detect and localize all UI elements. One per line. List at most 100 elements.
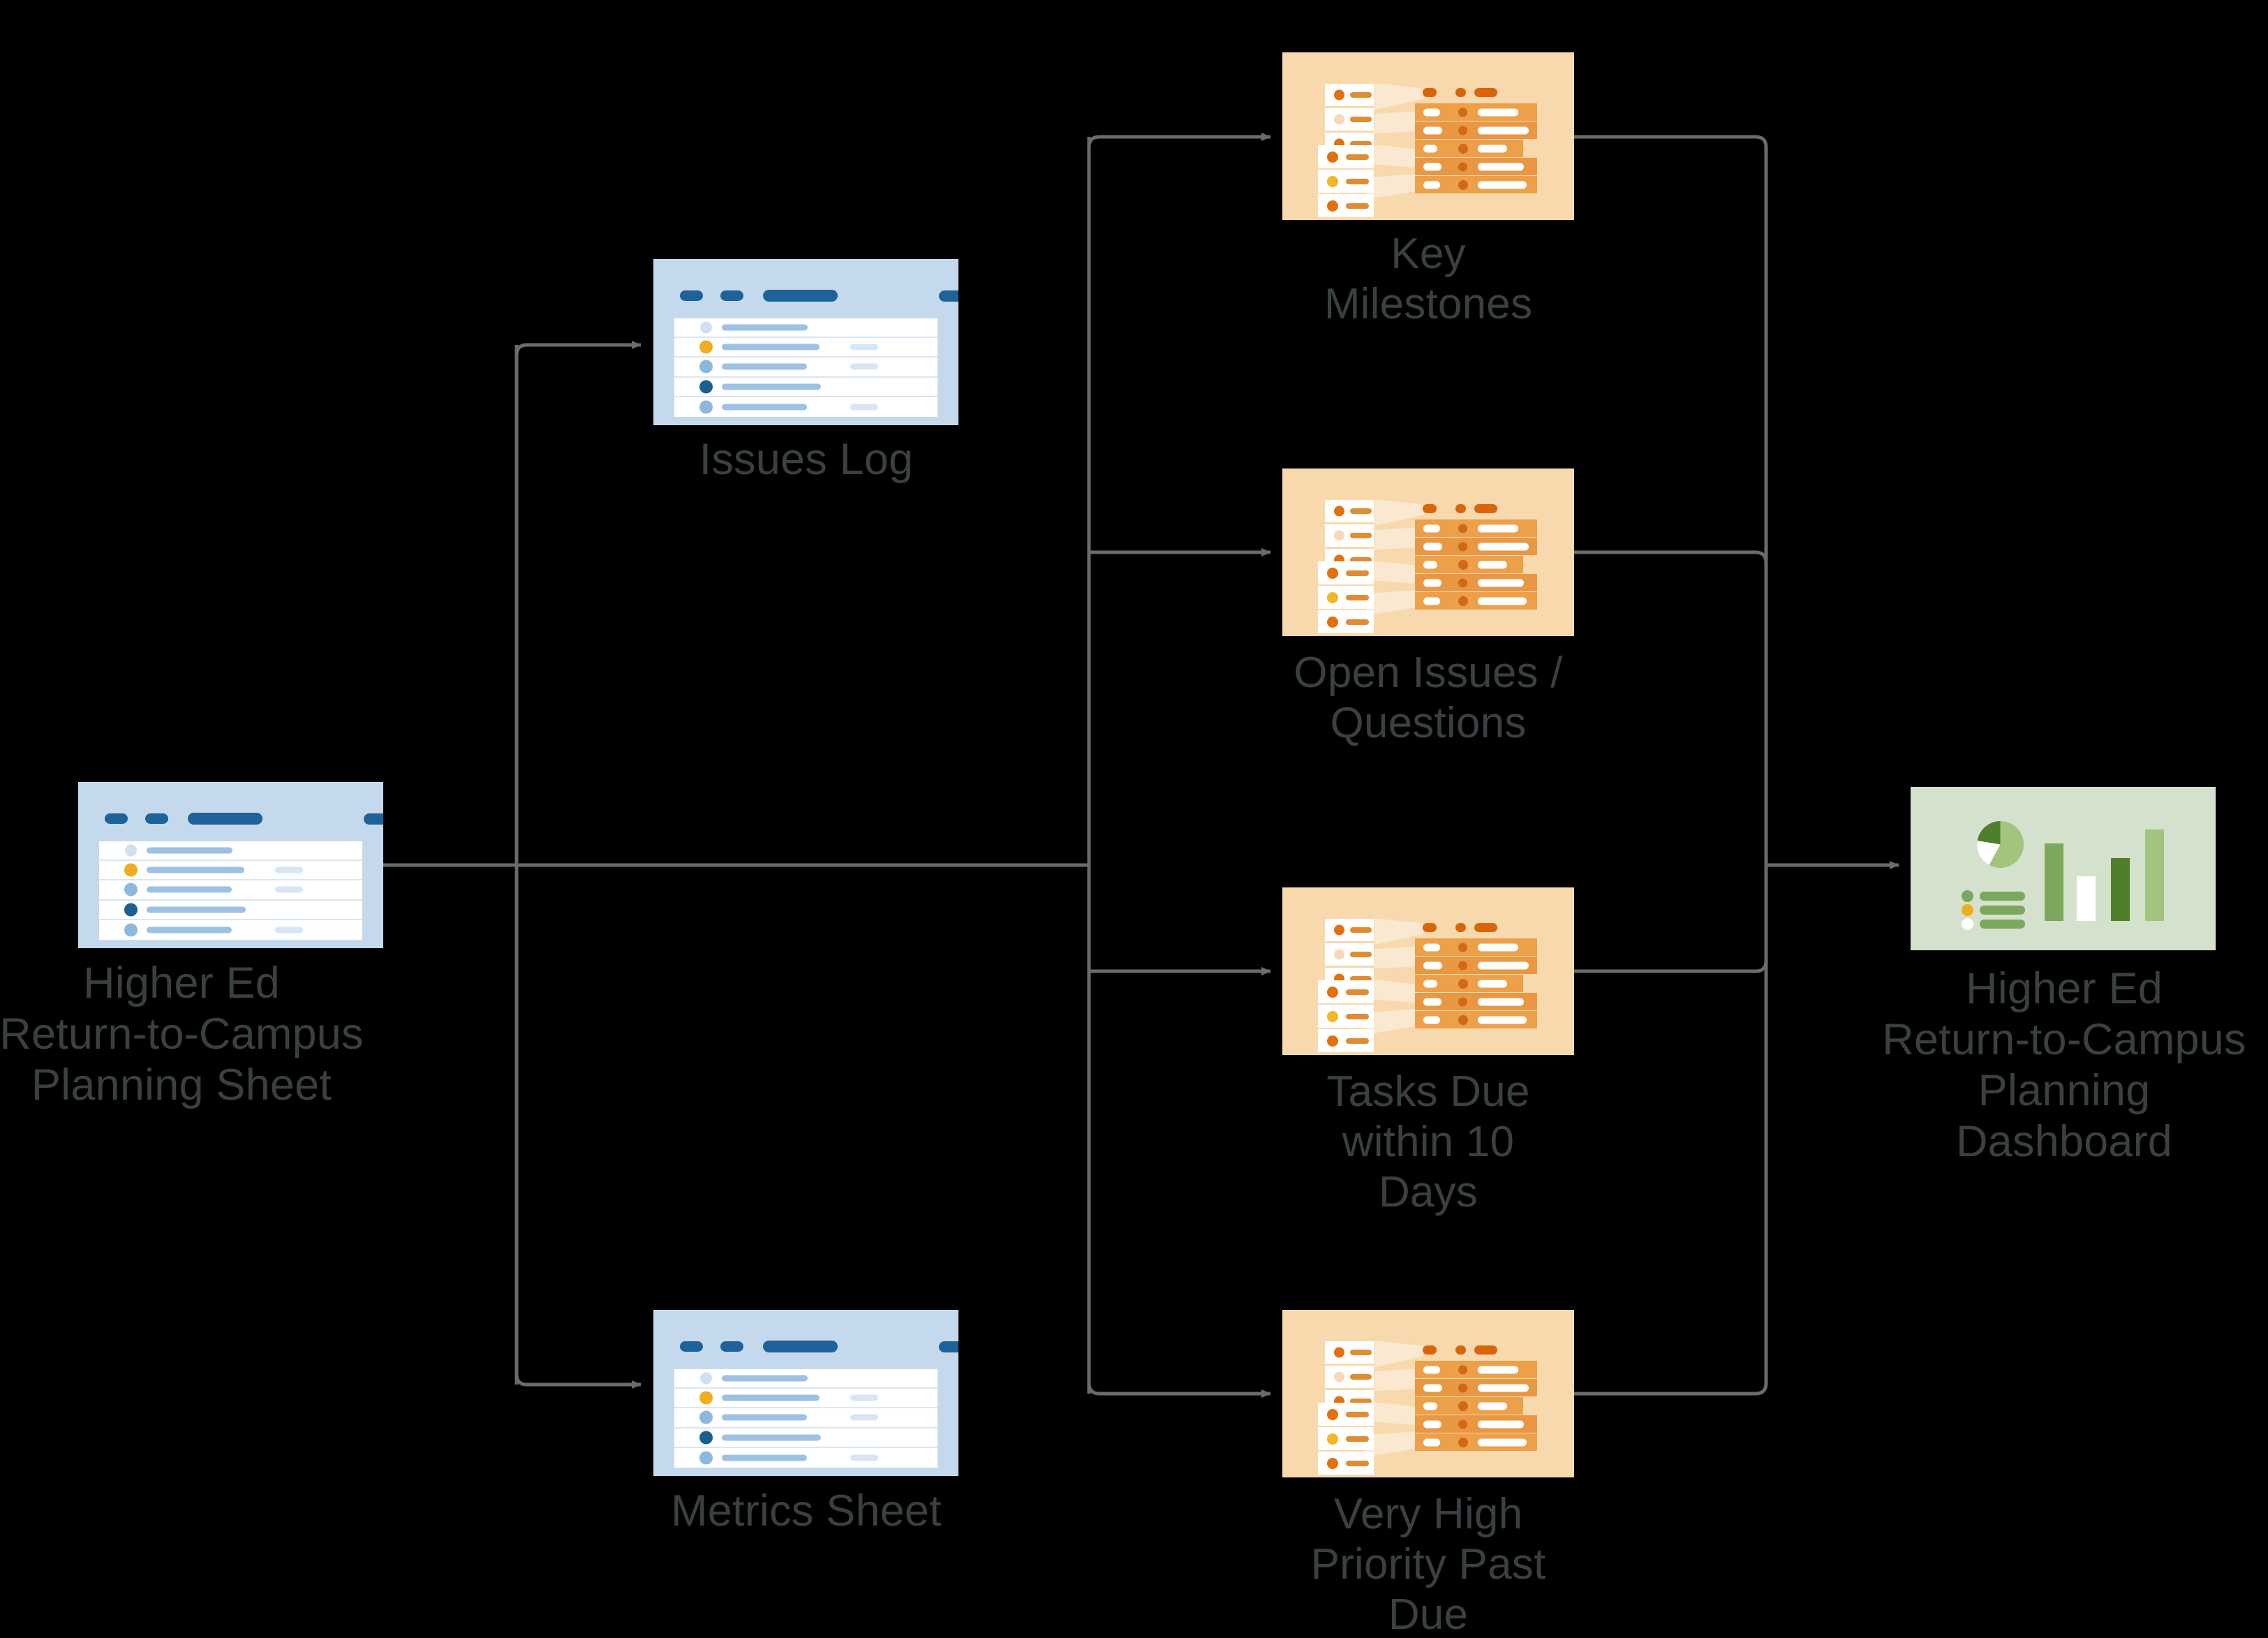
toolbar-right-pill xyxy=(364,813,383,825)
mini-card-bar xyxy=(1350,1399,1372,1404)
table-row xyxy=(1415,574,1537,591)
mini-card-dot xyxy=(1334,924,1344,936)
mini-card xyxy=(1318,1005,1374,1028)
legend-bar xyxy=(1980,892,2025,901)
mini-card-dot xyxy=(1327,1457,1338,1469)
node-label-dashboard: Higher Ed Return-to-Campus Planning Dash… xyxy=(1882,964,2246,1167)
node-label-source-sheet: Higher Ed Return-to-Campus Planning Shee… xyxy=(0,959,364,1110)
node-open-issues[interactable] xyxy=(1282,468,1574,636)
cell-bar xyxy=(1478,108,1518,116)
cell-bar xyxy=(1478,998,1524,1005)
mini-card-bar xyxy=(1350,952,1372,957)
cell-bar xyxy=(1478,579,1524,586)
table-row xyxy=(1415,121,1537,139)
cell-dot xyxy=(1458,108,1467,117)
table-header-pill xyxy=(1423,1345,1437,1355)
sheet-table xyxy=(674,1369,937,1468)
cell-bar xyxy=(1478,524,1518,532)
cell-bar xyxy=(722,1454,807,1461)
mini-card-dot xyxy=(1334,530,1344,541)
cell-bar xyxy=(1423,126,1442,134)
cell-dot xyxy=(1458,162,1467,171)
table-row xyxy=(1415,1433,1537,1451)
status-dot xyxy=(124,883,138,897)
mini-card xyxy=(1325,524,1374,547)
mini-card-bar xyxy=(1346,1013,1369,1019)
mini-card-bar xyxy=(1346,1436,1369,1442)
sheet-row xyxy=(674,397,937,417)
mini-card-dot xyxy=(1334,89,1344,101)
node-label-tasks-due: Tasks Due within 10 Days xyxy=(1326,1068,1530,1216)
report-icon xyxy=(1282,52,1574,220)
mini-card-bar xyxy=(1350,976,1372,982)
node-label-issues-log: Issues Log xyxy=(699,435,914,484)
mini-card xyxy=(1318,1427,1374,1450)
cell-bar xyxy=(147,906,246,913)
mini-card xyxy=(1318,194,1374,217)
cell-bar xyxy=(1478,597,1527,605)
mini-card-bar xyxy=(1350,1374,1372,1380)
table-header-pill xyxy=(1423,923,1437,932)
cell-dot xyxy=(1458,559,1468,570)
cell-bar xyxy=(1478,1384,1529,1392)
cell-bar xyxy=(147,866,244,873)
mini-card-dot xyxy=(1334,1347,1344,1358)
node-label-past-due: Very High Priority Past Due xyxy=(1310,1490,1546,1638)
node-dashboard[interactable] xyxy=(1911,787,2216,950)
mini-card-bar xyxy=(1346,154,1369,160)
cell-bar xyxy=(1423,1366,1440,1373)
sheet-row xyxy=(99,841,362,862)
cell-bar xyxy=(1423,980,1437,987)
toolbar-right-pill xyxy=(939,290,958,302)
sheet-row xyxy=(99,880,362,901)
cell-dot xyxy=(1458,997,1467,1006)
mini-card xyxy=(1318,170,1374,193)
cell-bar xyxy=(147,886,232,893)
node-past-due[interactable] xyxy=(1282,1310,1574,1477)
node-metrics-sheet[interactable] xyxy=(653,1310,958,1476)
node-issues-log[interactable] xyxy=(653,259,958,425)
cell-bar xyxy=(1478,1366,1518,1373)
mini-card xyxy=(1318,145,1374,168)
table-row xyxy=(1415,993,1537,1010)
status-dot xyxy=(124,923,138,937)
cell-bar xyxy=(1478,1016,1527,1024)
cell-bar xyxy=(722,344,820,351)
table-row xyxy=(1415,957,1537,974)
mini-card xyxy=(1318,980,1374,1003)
cell-dot xyxy=(1458,596,1468,606)
node-tasks-due[interactable] xyxy=(1282,887,1574,1055)
edge-merge-from-tasks-due xyxy=(1574,960,1768,973)
mini-card-dot xyxy=(1327,1408,1338,1420)
cell-bar xyxy=(1478,1402,1507,1410)
cell-bar xyxy=(722,1375,808,1382)
sheet-row xyxy=(674,338,937,358)
sheet-row xyxy=(674,1448,937,1468)
status-dot xyxy=(124,903,138,917)
sheet-row xyxy=(99,861,362,881)
cell-dot xyxy=(1458,578,1467,587)
node-source-sheet[interactable] xyxy=(78,782,383,948)
cell-bar-secondary xyxy=(850,1394,878,1401)
mini-card xyxy=(1325,1366,1374,1388)
mini-card-dot xyxy=(1334,1371,1344,1382)
mini-card xyxy=(1325,84,1374,106)
sheet-row xyxy=(674,378,937,397)
node-key-milestones[interactable] xyxy=(1282,52,1574,220)
mini-card-bar xyxy=(1346,1460,1369,1466)
cell-bar xyxy=(722,1394,820,1401)
sheet-row xyxy=(674,1408,937,1429)
edge-merge-from-open-issues xyxy=(1574,550,1768,563)
mini-card xyxy=(1325,500,1374,522)
legend-dot-amber xyxy=(1962,904,1973,916)
toolbar-dot-1 xyxy=(680,290,703,301)
node-label-key-milestones: Key Milestones xyxy=(1324,230,1533,328)
table-row xyxy=(1415,1397,1523,1415)
table-row xyxy=(1415,176,1537,193)
cell-bar xyxy=(1423,181,1440,189)
status-dot xyxy=(699,340,713,354)
cell-bar xyxy=(1423,145,1437,152)
bar-4 xyxy=(2145,829,2164,921)
mini-card-bar xyxy=(1346,178,1369,184)
